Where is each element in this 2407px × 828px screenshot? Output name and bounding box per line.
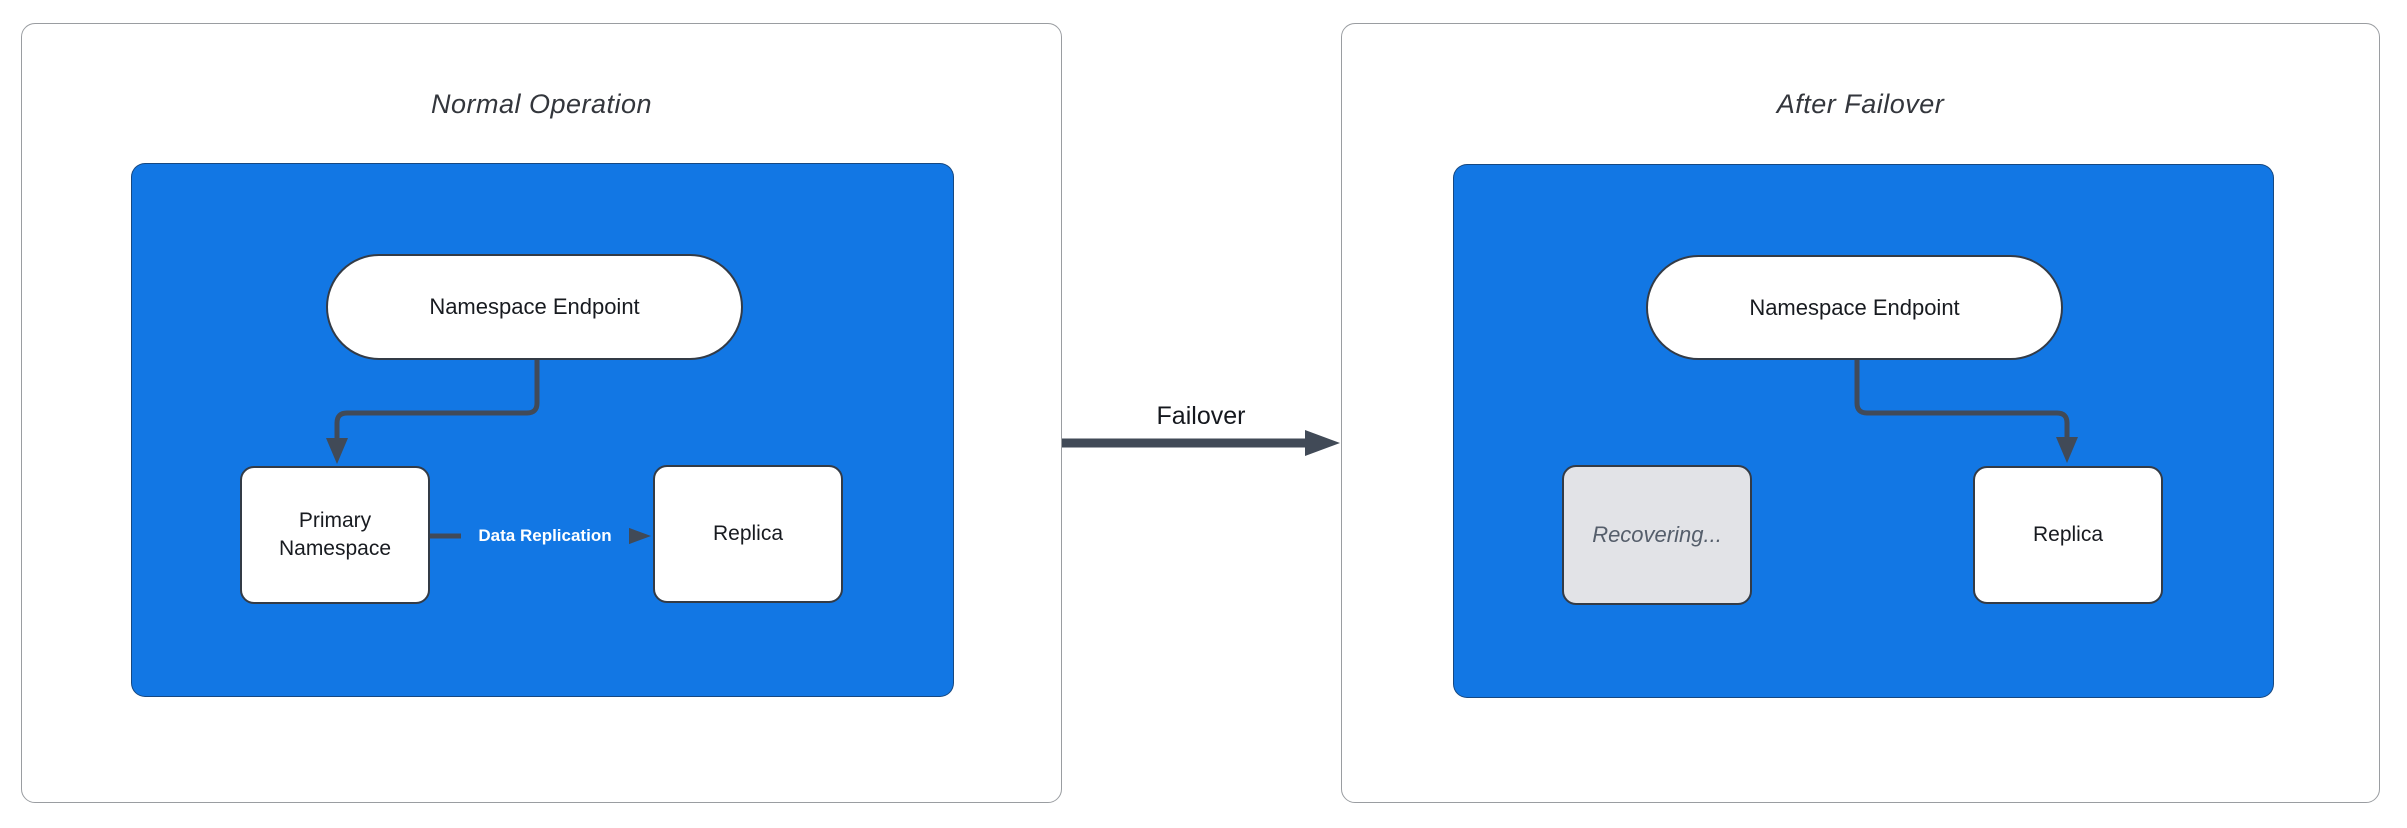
node-label: Replica bbox=[712, 521, 784, 545]
edge-failover-connector bbox=[1062, 430, 1340, 456]
node-label: Recovering... bbox=[1592, 522, 1722, 548]
panel-title-after-failover: After Failover bbox=[1776, 89, 1945, 119]
node-namespace-endpoint-failover: Namespace Endpoint bbox=[1646, 255, 2063, 360]
node-replica-failover: Replica bbox=[1973, 466, 2163, 604]
node-recovering: Recovering... bbox=[1562, 465, 1752, 605]
diagram-panel-normal-operation: Normal Operation bbox=[21, 23, 1062, 803]
panel-title-normal-operation: Normal Operation bbox=[430, 89, 653, 119]
node-label: Namespace Endpoint bbox=[429, 294, 640, 320]
edge-label-failover: Failover bbox=[1156, 402, 1246, 430]
node-label: Replica bbox=[2032, 522, 2104, 546]
namespace-container-failover bbox=[1453, 164, 2274, 698]
arrowhead-right-icon bbox=[1305, 430, 1340, 456]
node-primary-namespace: Primary Namespace bbox=[240, 466, 430, 604]
node-label: Namespace Endpoint bbox=[1749, 294, 1960, 320]
diagram-panel-after-failover: After Failover bbox=[1341, 23, 2380, 803]
node-replica-normal: Replica bbox=[653, 465, 843, 603]
edge-label-data-replication: Data Replication bbox=[461, 524, 629, 548]
node-label: Primary Namespace bbox=[278, 508, 392, 560]
namespace-container-normal bbox=[131, 163, 954, 697]
node-namespace-endpoint-normal: Namespace Endpoint bbox=[326, 254, 743, 360]
